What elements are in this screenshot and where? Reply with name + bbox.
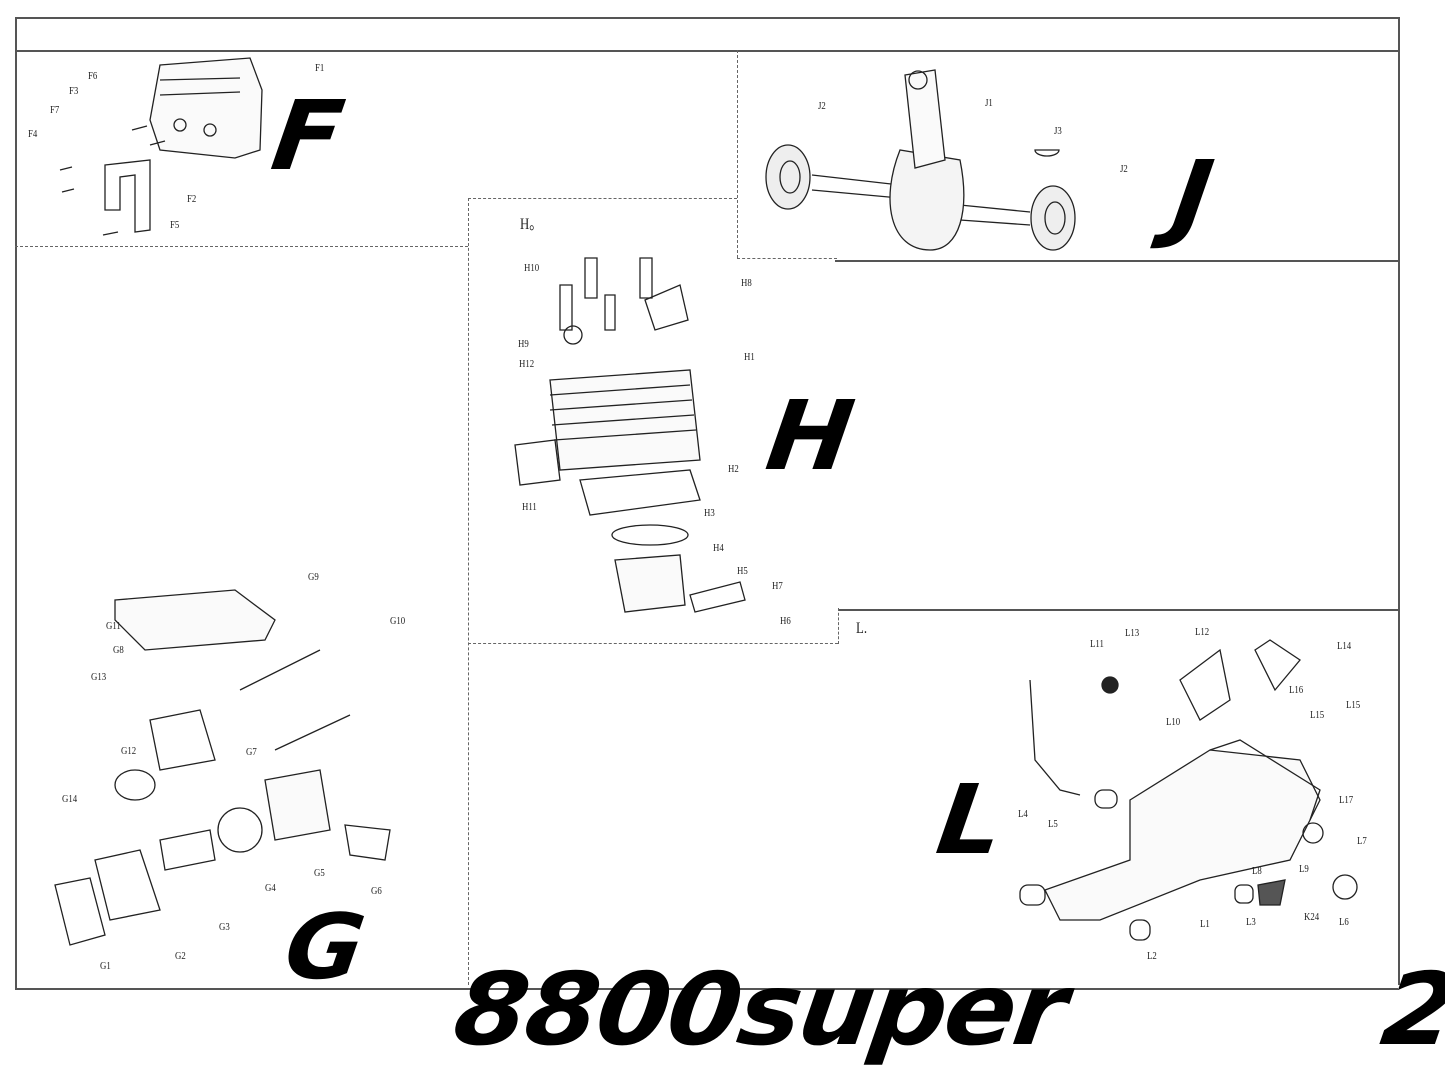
part-label-g: G14 (62, 793, 78, 805)
part-label-l: L8 (1252, 865, 1262, 877)
part-label-g: G1 (100, 960, 111, 972)
frame-bottom (15, 988, 1398, 990)
frame-top (15, 17, 1398, 19)
part-label-h: H3 (704, 507, 715, 519)
part-label-j: J2 (1120, 163, 1128, 175)
part-label-f: F2 (187, 193, 197, 205)
muffler-parts (59, 57, 263, 236)
part-label-g: G9 (308, 571, 319, 583)
part-label-g: G4 (265, 882, 276, 894)
part-label-l: L14 (1337, 640, 1352, 652)
part-label-l: L12 (1195, 626, 1210, 638)
part-label-l: L17 (1339, 794, 1354, 806)
part-label-l: L9 (1299, 863, 1309, 875)
part-label-h: H8 (741, 277, 752, 289)
carburetor-parts (54, 589, 391, 946)
section-divider (15, 246, 468, 247)
part-label-l: L5 (1048, 818, 1058, 830)
part-label-l: L7 (1357, 835, 1367, 847)
section-divider (468, 198, 737, 199)
part-label-g: G8 (113, 644, 124, 656)
frame-right (1398, 17, 1400, 985)
crankshaft-parts (765, 69, 1076, 251)
part-label-j: J3 (1054, 125, 1062, 137)
part-label-h: H2 (728, 463, 739, 475)
cylinder-parts (514, 257, 746, 613)
part-label-h: H6 (780, 615, 791, 627)
part-label-h: H7 (772, 580, 783, 592)
part-label-h: H12 (519, 358, 535, 370)
part-label-h: H9 (518, 338, 529, 350)
part-label-f: F4 (28, 128, 38, 140)
part-label-l: L4 (1018, 808, 1028, 820)
divider (838, 609, 1398, 611)
part-label-l: L6 (1339, 916, 1349, 928)
part-label-j: J2 (818, 100, 826, 112)
section-divider (468, 643, 838, 644)
part-label-g: G7 (246, 746, 257, 758)
part-label-f: F5 (170, 219, 180, 231)
part-label-g: G5 (314, 867, 325, 879)
section-divider (737, 258, 837, 259)
section-divider (468, 198, 469, 985)
part-label-l: L3 (1246, 916, 1256, 928)
frame-left (15, 17, 17, 988)
section-letter-h: H (760, 380, 861, 492)
part-label-g: G6 (371, 885, 382, 897)
section-divider (737, 50, 738, 258)
part-label-f: F1 (315, 62, 325, 74)
frame-header-line (15, 50, 1398, 52)
part-label-h: H1 (744, 351, 755, 363)
section-caption-h: H。 (520, 216, 543, 233)
part-label-l: L13 (1125, 627, 1140, 639)
part-label-g: G3 (219, 921, 230, 933)
section-letter-l: L (930, 764, 1011, 876)
part-label-h: H5 (737, 565, 748, 577)
part-label-h: H4 (713, 542, 724, 554)
handle-parts (1019, 639, 1358, 941)
part-label-g: G11 (106, 620, 121, 632)
part-label-l: L16 (1289, 684, 1304, 696)
section-letter-g: G (278, 895, 372, 1000)
part-label-f: F3 (69, 85, 79, 97)
part-label-g: G12 (121, 745, 137, 757)
section-caption-l: L. (856, 620, 868, 637)
part-label-h: H11 (522, 501, 537, 513)
model-title: 8800super (447, 951, 1073, 1068)
part-label-f: F6 (88, 70, 98, 82)
divider (835, 260, 1398, 262)
part-label-h: H10 (524, 262, 540, 274)
section-divider (838, 608, 839, 644)
part-label-f: F7 (50, 104, 60, 116)
part-label-l: L2 (1147, 950, 1157, 962)
part-label-l: L15 (1346, 699, 1361, 711)
part-label-l: L10 (1166, 716, 1181, 728)
part-label-j: J1 (985, 97, 993, 109)
part-label-l: L15 (1310, 709, 1325, 721)
part-label-g: G10 (390, 615, 406, 627)
part-label-g: G2 (175, 950, 186, 962)
part-label-l: K24 (1304, 911, 1320, 923)
part-label-g: G13 (91, 671, 107, 683)
part-label-l: L1 (1200, 918, 1210, 930)
part-label-l: L11 (1090, 638, 1104, 650)
section-letter-f: F (265, 80, 351, 192)
